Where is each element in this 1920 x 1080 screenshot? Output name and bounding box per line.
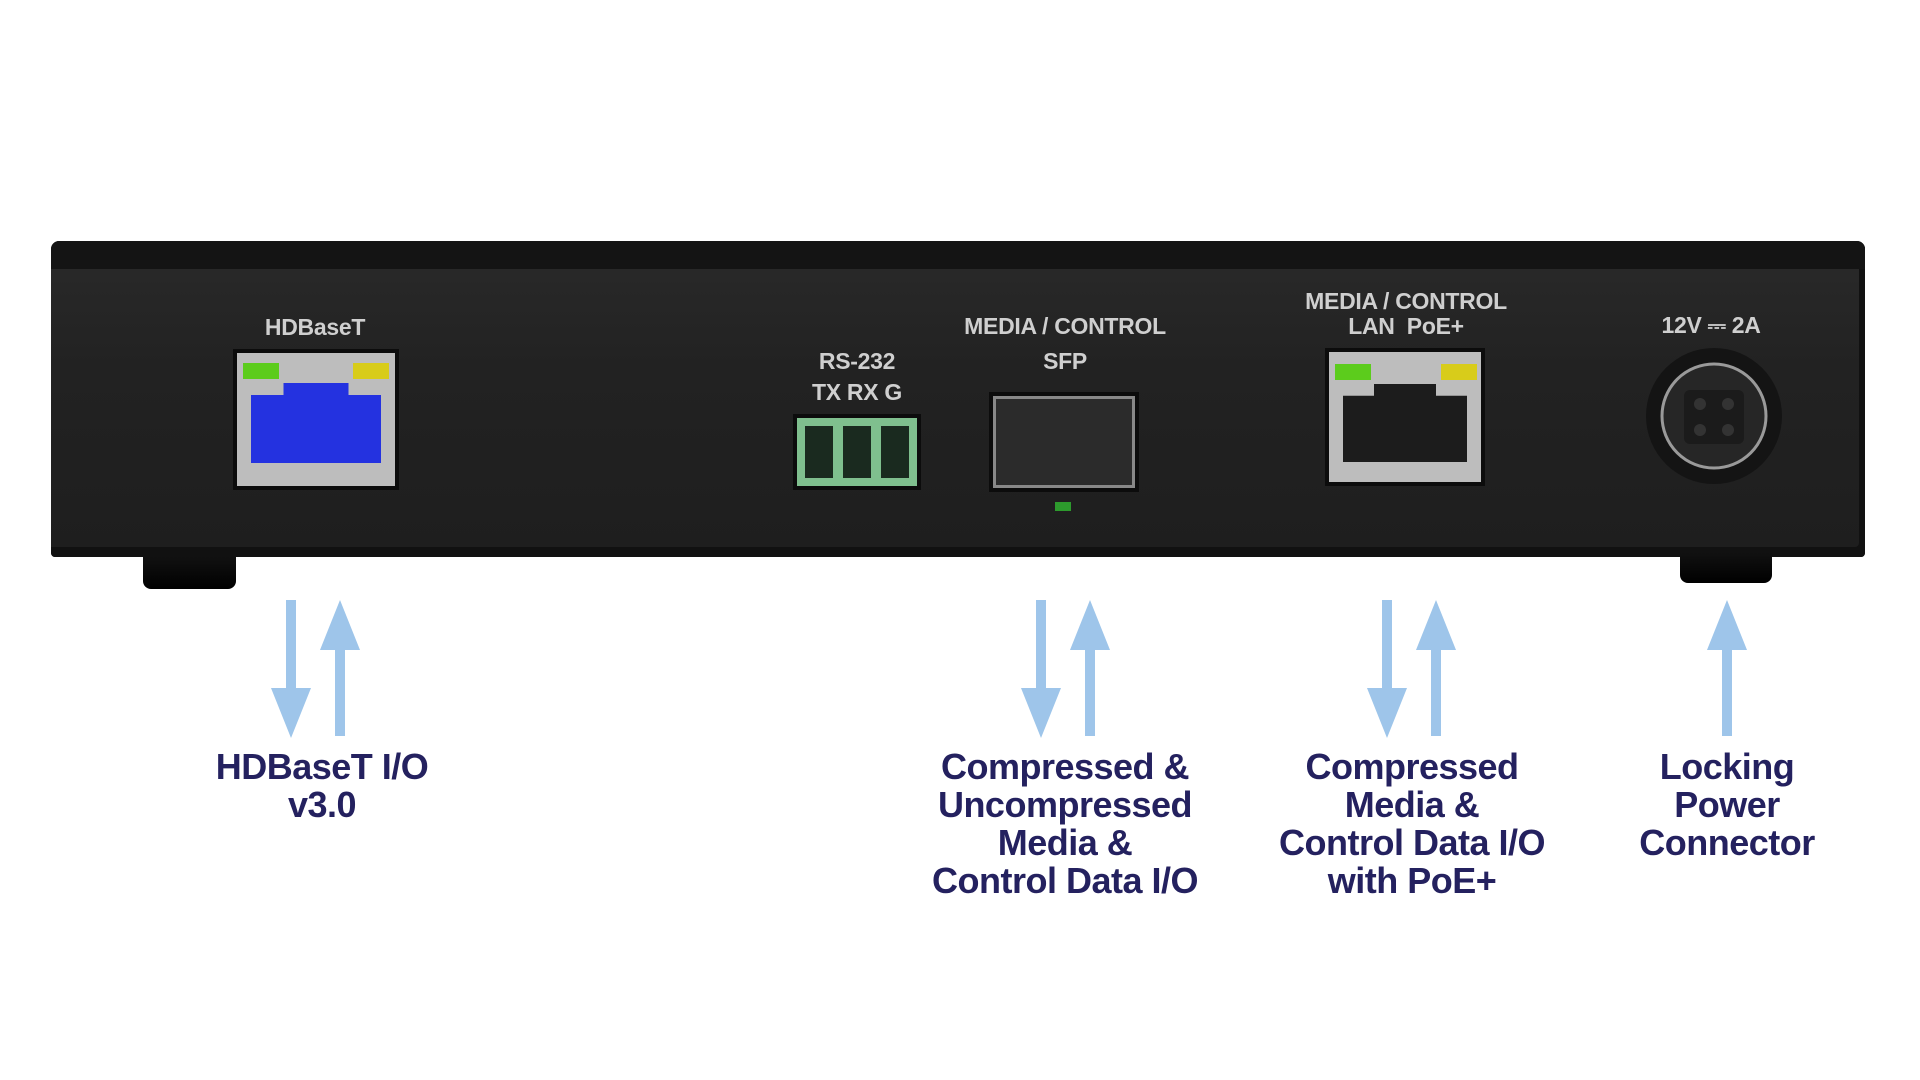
caption-hdbaset: HDBaseT I/O v3.0 (216, 748, 429, 824)
sfp-cage[interactable] (989, 392, 1139, 492)
right-foot (1680, 553, 1772, 583)
link-led (1335, 364, 1371, 380)
activity-led (1441, 364, 1477, 380)
caption-line: Control Data I/O (1278, 822, 1546, 863)
left-foot (143, 557, 236, 589)
caption-line: Power (1674, 784, 1780, 825)
caption-line: Media & (1344, 784, 1480, 825)
power-rating-label: 12V ⎓ 2A (1661, 312, 1761, 338)
terminal-g (881, 426, 909, 478)
arrow-down-icon (271, 600, 311, 738)
sfp-media-label: MEDIA / CONTROL (964, 313, 1166, 339)
arrow-down-icon (1021, 600, 1061, 738)
caption-lan: Compressed Media & Control Data I/O with… (1278, 746, 1546, 901)
lan-poe-rj45-port[interactable] (1325, 348, 1485, 486)
sfp-label: SFP (1043, 348, 1087, 374)
caption-line: Locking (1659, 746, 1795, 787)
lan-poe-label: LAN PoE+ (1348, 313, 1464, 339)
sfp-status-led (1055, 502, 1071, 511)
device-top-lip (51, 241, 1865, 269)
caption-line: Uncompressed (937, 784, 1193, 825)
arrow-up-icon (1707, 600, 1747, 736)
terminal-tx (805, 426, 833, 478)
lan-media-label: MEDIA / CONTROL (1305, 288, 1507, 314)
arrow-up-icon (1416, 600, 1456, 736)
activity-led (353, 363, 389, 379)
arrow-down-icon (1367, 600, 1407, 738)
hdbaset-jack-interior (251, 383, 381, 463)
arrow-up-icon (1070, 600, 1110, 736)
hdbaset-label: HDBaseT (264, 314, 366, 340)
caption-power: Locking Power Connector (1639, 748, 1815, 862)
arrow-up-icon (320, 600, 360, 736)
caption-line: Compressed & (940, 746, 1190, 787)
power-connector[interactable] (1644, 346, 1784, 486)
link-led (243, 363, 279, 379)
lan-jack-interior (1343, 384, 1467, 462)
signal-arrows (271, 600, 1747, 738)
caption-sfp: Compressed & Uncompressed Media & Contro… (931, 746, 1199, 901)
caption-line: Connector (1639, 822, 1815, 863)
rs232-pins-label: TX RX G (812, 379, 902, 405)
caption-line: HDBaseT I/O (215, 746, 429, 787)
caption-line: Control Data I/O (931, 860, 1199, 901)
hdbaset-rj45-port[interactable] (233, 349, 399, 490)
caption-line: Compressed (1305, 746, 1519, 787)
caption-line: with PoE+ (1327, 860, 1497, 901)
rs232-terminal-block[interactable] (793, 414, 921, 490)
rs232-label: RS-232 (818, 348, 896, 374)
caption-line: v3.0 (287, 784, 357, 825)
terminal-rx (843, 426, 871, 478)
caption-line: Media & (997, 822, 1133, 863)
